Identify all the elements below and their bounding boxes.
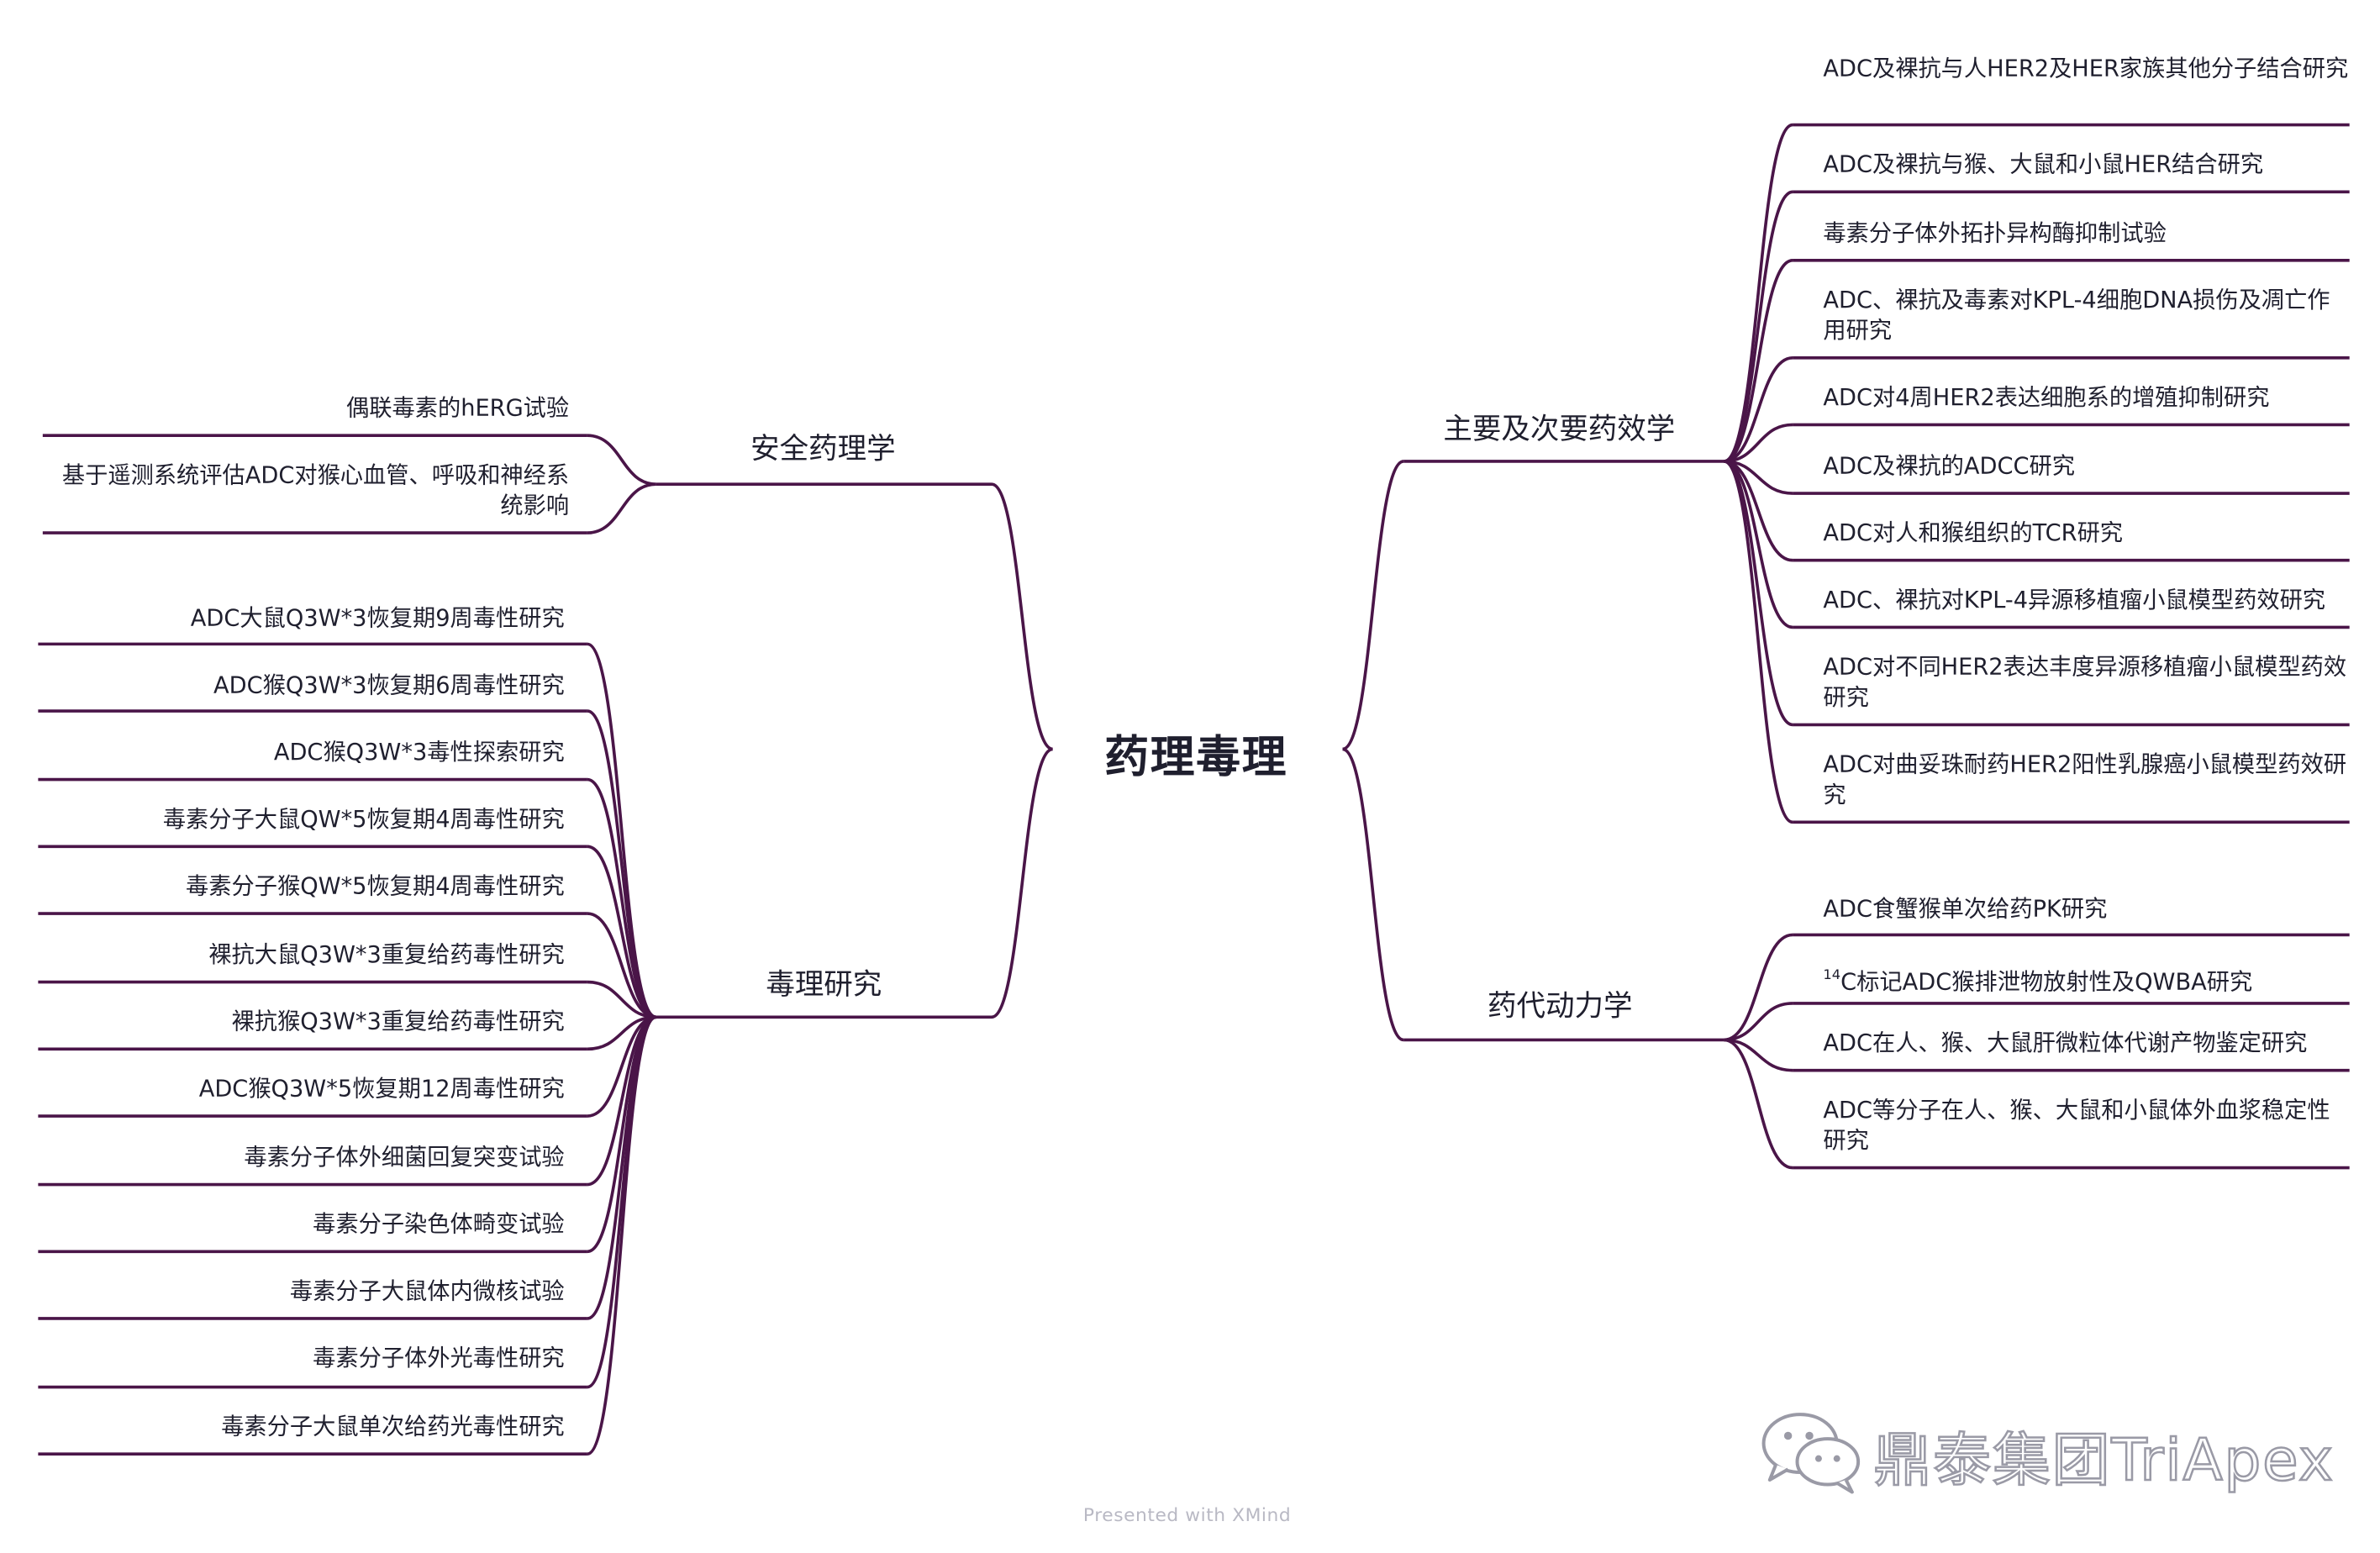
link-efficacy-2 <box>1723 190 1793 463</box>
link-tox-5 <box>587 912 656 1019</box>
leaf-tox-2[interactable]: ADC猴Q3W*3恢复期6周毒性研究 <box>213 671 565 699</box>
leaf-efficacy-8[interactable]: ADC、裸抗对KPL-4异源移植瘤小鼠模型药效研究 <box>1823 586 2326 614</box>
leaf-tox-13[interactable]: 毒素分子大鼠单次给药光毒性研究 <box>221 1413 565 1440</box>
link-tox-3 <box>587 777 657 1019</box>
footer-credit: Presented with XMind <box>1082 1504 1292 1526</box>
link-efficacy-6 <box>1724 460 1793 495</box>
watermark: 鼎泰集团TriApex <box>1755 1403 2335 1495</box>
wechat-icon <box>1761 1413 1861 1494</box>
branch-pharmacodynamics[interactable]: 主要及次要药效学 <box>1443 412 1676 446</box>
link-central-pk <box>1341 747 1404 1042</box>
link-pk-4 <box>1724 1038 1793 1170</box>
link-efficacy-8 <box>1723 460 1793 629</box>
link-central-efficacy <box>1341 460 1404 751</box>
leaf-efficacy-2[interactable]: ADC及裸抗与猴、大鼠和小鼠HER结合研究 <box>1823 150 2264 178</box>
link-pk-2 <box>1724 1002 1793 1042</box>
link-efficacy-4 <box>1724 355 1793 463</box>
link-efficacy-9 <box>1723 460 1793 727</box>
leaf-tox-6[interactable]: 裸抗大鼠Q3W*3重复给药毒性研究 <box>208 940 565 969</box>
leaf-tox-4[interactable]: 毒素分子大鼠QW*5恢复期4周毒性研究 <box>162 805 565 834</box>
leaf-pk-1[interactable]: ADC食蟹猴单次给药PK研究 <box>1823 895 2108 923</box>
link-tox-13 <box>587 1015 657 1456</box>
leaf-tox-3[interactable]: ADC猴Q3W*3毒性探索研究 <box>273 738 565 766</box>
link-efficacy-10 <box>1723 460 1793 824</box>
leaf-efficacy-3[interactable]: 毒素分子体外拓扑异构酶抑制试验 <box>1823 218 2167 247</box>
leaf-tox-8[interactable]: ADC猴Q3W*5恢复期12周毒性研究 <box>198 1075 565 1103</box>
link-tox-8 <box>587 1015 656 1118</box>
link-tox-6 <box>587 980 656 1019</box>
leaf-tox-1[interactable]: ADC大鼠Q3W*3恢复期9周毒性研究 <box>190 604 565 632</box>
leaf-pk-2-label: C标记ADC猴排泄物放射性及QWBA研究 <box>1840 968 2253 996</box>
link-safety-1 <box>587 434 656 486</box>
watermark-text: 鼎泰集团TriApex <box>1872 1425 2335 1494</box>
link-central-tox <box>991 747 1054 1019</box>
link-central-safety <box>991 482 1054 751</box>
leaf-efficacy-9[interactable]: ADC对不同HER2表达丰度异源移植瘤小鼠模型药效研究 <box>1823 653 2347 712</box>
leaf-tox-10[interactable]: 毒素分子染色体畸变试验 <box>313 1210 565 1238</box>
link-tox-7 <box>587 1015 656 1051</box>
link-safety-2 <box>587 482 656 534</box>
leaf-tox-9[interactable]: 毒素分子体外细菌回复突变试验 <box>244 1143 565 1171</box>
leaf-pk-4[interactable]: ADC等分子在人、猴、大鼠和小鼠体外血浆稳定性研究 <box>1823 1096 2330 1155</box>
leaf-tox-11[interactable]: 毒素分子大鼠体内微核试验 <box>289 1277 565 1305</box>
leaf-efficacy-1[interactable]: ADC及裸抗与人HER2及HER家族其他分子结合研究 <box>1823 55 2349 82</box>
leaf-efficacy-6[interactable]: ADC及裸抗的ADCC研究 <box>1823 452 2076 480</box>
branch-pharmacokinetics[interactable]: 药代动力学 <box>1487 989 1633 1024</box>
leaf-pk-3[interactable]: ADC在人、猴、大鼠肝微粒体代谢产物鉴定研究 <box>1823 1029 2308 1057</box>
leaf-efficacy-4[interactable]: ADC、裸抗及毒素对KPL-4细胞DNA损伤及凋亡作用研究 <box>1823 286 2330 345</box>
link-tox-12 <box>587 1015 657 1389</box>
branch-toxicology[interactable]: 毒理研究 <box>766 968 882 1003</box>
central-topic[interactable]: 药理毒理 <box>1104 730 1288 783</box>
leaf-efficacy-7[interactable]: ADC对人和猴组织的TCR研究 <box>1823 519 2124 547</box>
leaf-efficacy-10[interactable]: ADC对曲妥珠耐药HER2阳性乳腺癌小鼠模型药效研究 <box>1823 750 2347 809</box>
link-tox-2 <box>587 709 657 1019</box>
link-efficacy-5 <box>1724 423 1793 463</box>
leaf-safety-telemetry[interactable]: 基于遥测系统评估ADC对猴心血管、呼吸和神经系统影响 <box>61 461 570 519</box>
leaf-pk-2-superscript: 14 <box>1823 968 1841 984</box>
link-efficacy-3 <box>1723 258 1793 463</box>
link-tox-4 <box>587 845 657 1019</box>
leaf-efficacy-5[interactable]: ADC对4周HER2表达细胞系的增殖抑制研究 <box>1823 383 2270 412</box>
leaf-safety-herg[interactable]: 偶联毒素的hERG试验 <box>346 394 570 422</box>
link-efficacy-7 <box>1724 460 1793 562</box>
leaf-tox-5[interactable]: 毒素分子猴QW*5恢复期4周毒性研究 <box>186 872 565 900</box>
branch-safety-pharmacology[interactable]: 安全药理学 <box>750 432 896 466</box>
leaf-tox-12[interactable]: 毒素分子体外光毒性研究 <box>313 1344 565 1372</box>
leaf-tox-7[interactable]: 裸抗猴Q3W*3重复给药毒性研究 <box>231 1008 565 1035</box>
link-pk-3 <box>1724 1038 1793 1072</box>
leaf-pk-2[interactable]: 14C标记ADC猴排泄物放射性及QWBA研究 <box>1823 961 2349 997</box>
link-pk-1 <box>1724 933 1793 1042</box>
